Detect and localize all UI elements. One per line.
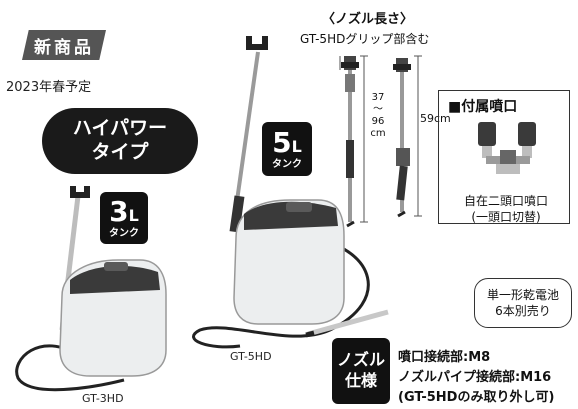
accessory-caption: 自在二頭口噴口 <box>463 194 548 208</box>
lance-small-grip <box>70 186 90 198</box>
short-nozzle-dimension: 37 〜 96 cm <box>368 92 388 140</box>
battery-note-line2: 6本別売り <box>495 304 551 318</box>
long-nozzle-dimension: 59cm <box>420 112 451 125</box>
tank-5l-size: 5 <box>272 125 292 159</box>
nozzle-spec-line2: ノズルパイプ接続部:M16 <box>398 370 552 385</box>
model-label-small: GT-3HD <box>82 392 124 405</box>
model-label-large: GT-5HD <box>230 350 272 363</box>
tank-3l-label: タンク <box>109 227 139 239</box>
short-dim-unit: cm <box>370 128 386 139</box>
hose-large <box>192 238 370 349</box>
tank-3l-badge: 3L タンク <box>100 192 148 244</box>
nozzle-spec-badge-line1: ノズル <box>336 350 385 370</box>
high-power-badge: ハイパワー タイプ <box>42 108 198 174</box>
tank-3l-size: 3 <box>109 194 129 228</box>
tank-small <box>59 259 167 377</box>
lance-large <box>232 51 260 223</box>
nozzle-length-subtitle: GT-5HDグリップ部含む <box>300 32 430 46</box>
release-note: 2023年春予定 <box>6 80 92 95</box>
accessory-caption-sub: (一頭口切替) <box>471 210 541 224</box>
lance-large-grip <box>246 36 268 50</box>
hose-small <box>15 344 125 392</box>
tank-large <box>233 199 345 325</box>
short-dim-sep: 〜 <box>373 104 383 115</box>
nozzle-spec-badge: ノズル 仕様 <box>332 338 390 404</box>
nozzle-length-title: 〈ノズル長さ〉 <box>322 12 414 27</box>
battery-note-line1: 単一形乾電池 <box>486 287 559 302</box>
tank-3l-unit: L <box>128 205 139 225</box>
nozzle-short-diagram <box>339 55 368 228</box>
tank-5l-label: タンク <box>272 158 302 170</box>
accessory-box <box>438 90 570 224</box>
short-dim-max: 96 <box>371 116 385 127</box>
short-dim-min: 37 <box>371 92 385 103</box>
nozzle-spec-line1: 噴口接続部:M8 <box>398 350 491 365</box>
spare-nozzle-pipe <box>307 309 389 337</box>
nozzle-spec-line3: (GT-5HDのみ取り外し可) <box>398 390 555 405</box>
battery-note: 単一形乾電池 6本別売り <box>474 278 572 328</box>
tank-5l-badge: 5L タンク <box>262 122 312 176</box>
high-power-line2: タイプ <box>91 141 149 163</box>
accessory-title: ■付属噴口 <box>448 99 518 115</box>
twin-head-nozzle-drawing <box>478 122 536 174</box>
nozzle-long-diagram <box>393 55 422 218</box>
tank-5l-unit: L <box>291 136 302 156</box>
nozzle-spec-badge-line2: 仕様 <box>344 371 377 390</box>
high-power-line1: ハイパワー <box>72 117 168 140</box>
new-product-badge: 新商品 <box>22 30 106 60</box>
